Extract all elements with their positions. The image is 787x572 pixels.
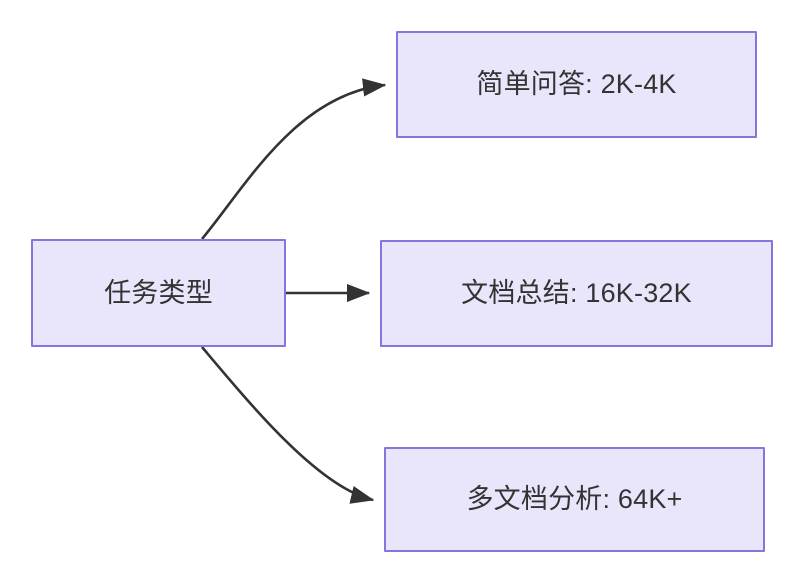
node-multi-doc[interactable]: 多文档分析: 64K+ [384, 447, 765, 552]
node-simple-qa[interactable]: 简单问答: 2K-4K [396, 31, 757, 138]
edge-root-to-simple-qa [200, 78, 387, 240]
node-task-type[interactable]: 任务类型 [31, 239, 286, 347]
node-simple-qa-label: 简单问答: 2K-4K [476, 69, 677, 100]
node-doc-summary[interactable]: 文档总结: 16K-32K [380, 240, 773, 347]
edge-root-to-multi-doc [201, 346, 375, 504]
node-task-type-label: 任务类型 [104, 277, 213, 308]
node-doc-summary-label: 文档总结: 16K-32K [461, 278, 692, 309]
node-multi-doc-label: 多文档分析: 64K+ [466, 484, 683, 515]
